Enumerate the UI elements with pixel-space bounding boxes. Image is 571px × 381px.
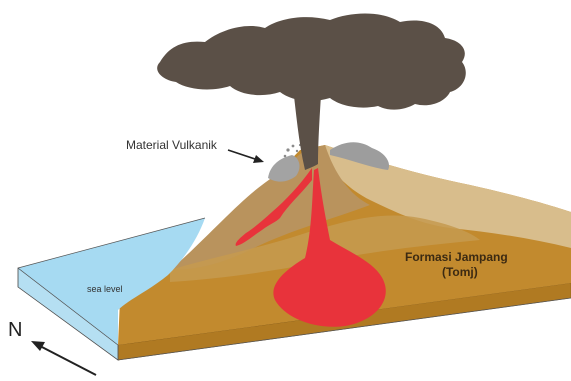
north-arrow <box>31 341 96 375</box>
volcanic-material-arrow <box>228 150 264 163</box>
formation-name-label: Formasi Jampang <box>405 250 508 264</box>
formation-code-label: (Tomj) <box>442 265 478 279</box>
sea-level-label: sea level <box>87 284 123 294</box>
volcanic-material-label: Material Vulkanik <box>126 138 218 152</box>
north-label: N <box>8 319 22 341</box>
ash-cloud <box>157 14 466 110</box>
